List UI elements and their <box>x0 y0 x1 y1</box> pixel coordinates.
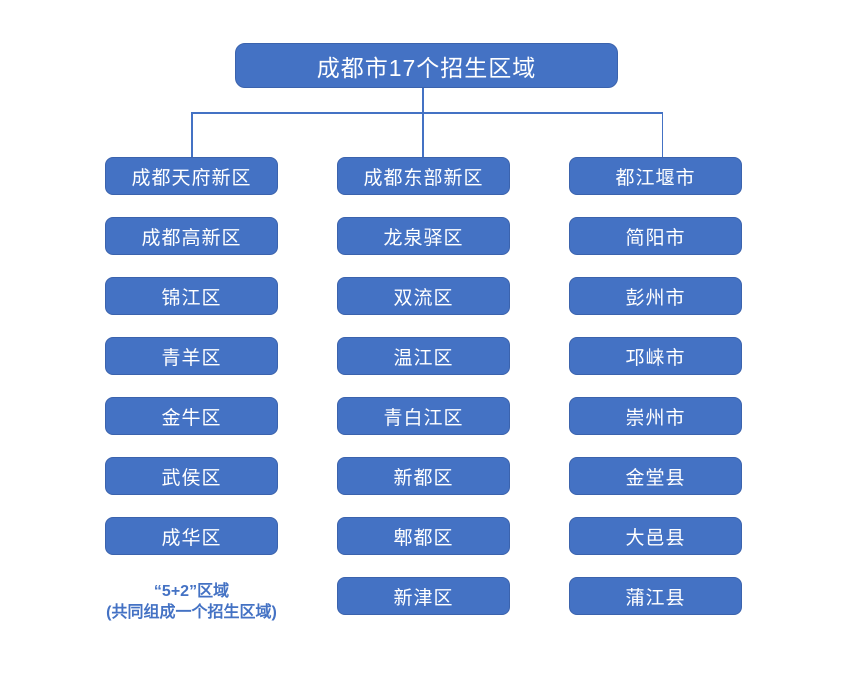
region-node: 新津区 <box>337 577 510 615</box>
column-central-districts: 成都天府新区 成都高新区 锦江区 青羊区 金牛区 武侯区 成华区 <box>105 157 278 577</box>
region-label: 郫都区 <box>393 527 454 549</box>
region-label: 金牛区 <box>161 407 222 429</box>
region-label: 彭州市 <box>625 287 686 309</box>
region-node: 邛崃市 <box>569 337 742 375</box>
region-node: 金堂县 <box>569 457 742 495</box>
note-line1: “5+2”区域 <box>153 583 230 600</box>
region-label: 成都高新区 <box>141 227 242 249</box>
region-label: 成都东部新区 <box>363 167 484 189</box>
region-label: 武侯区 <box>161 467 222 489</box>
region-node: 郫都区 <box>337 517 510 555</box>
column-cities-counties: 都江堰市 简阳市 彭州市 邛崃市 崇州市 金堂县 大邑县 <box>569 157 742 637</box>
region-label: 金堂县 <box>625 467 686 489</box>
note-5plus2: “5+2”区域 (共同组成一个招生区域) <box>75 581 308 623</box>
region-label: 成都天府新区 <box>131 167 252 189</box>
region-node: 成都天府新区 <box>105 157 278 195</box>
connector-stem <box>422 88 424 113</box>
diagram-title: 成都市17个招生区域 <box>316 54 537 81</box>
region-label: 崇州市 <box>625 407 686 429</box>
region-label: 新津区 <box>393 587 454 609</box>
connector-drop-left <box>191 112 193 157</box>
region-label: 大邑县 <box>625 527 686 549</box>
region-label: 青白江区 <box>383 407 464 429</box>
region-label: 新都区 <box>393 467 454 489</box>
region-label: 都江堰市 <box>615 167 696 189</box>
region-node: 双流区 <box>337 277 510 315</box>
region-label: 锦江区 <box>161 287 222 309</box>
region-node: 龙泉驿区 <box>337 217 510 255</box>
connector-drop-middle <box>422 112 424 157</box>
region-node: 崇州市 <box>569 397 742 435</box>
region-node: 蒲江县 <box>569 577 742 615</box>
connector-drop-right <box>661 112 663 157</box>
region-node: 大邑县 <box>569 517 742 555</box>
column-new-districts: 成都东部新区 龙泉驿区 双流区 温江区 青白江区 新都区 郫都区 <box>337 157 510 637</box>
region-node: 青羊区 <box>105 337 278 375</box>
region-label: 温江区 <box>393 347 454 369</box>
region-node: 成都东部新区 <box>337 157 510 195</box>
region-node: 锦江区 <box>105 277 278 315</box>
region-node: 金牛区 <box>105 397 278 435</box>
region-node: 都江堰市 <box>569 157 742 195</box>
region-label: 蒲江县 <box>625 587 686 609</box>
region-node: 青白江区 <box>337 397 510 435</box>
region-label: 邛崃市 <box>625 347 686 369</box>
region-label: 龙泉驿区 <box>383 227 464 249</box>
region-node: 成都高新区 <box>105 217 278 255</box>
region-node: 温江区 <box>337 337 510 375</box>
region-node: 彭州市 <box>569 277 742 315</box>
connector-horizontal <box>191 112 663 114</box>
region-node: 成华区 <box>105 517 278 555</box>
note-line2: (共同组成一个招生区域) <box>106 604 277 621</box>
region-label: 成华区 <box>161 527 222 549</box>
region-node: 简阳市 <box>569 217 742 255</box>
region-label: 简阳市 <box>625 227 686 249</box>
region-label: 青羊区 <box>161 347 222 369</box>
root-node-title: 成都市17个招生区域 <box>235 43 618 88</box>
region-node: 武侯区 <box>105 457 278 495</box>
region-node: 新都区 <box>337 457 510 495</box>
region-label: 双流区 <box>393 287 454 309</box>
